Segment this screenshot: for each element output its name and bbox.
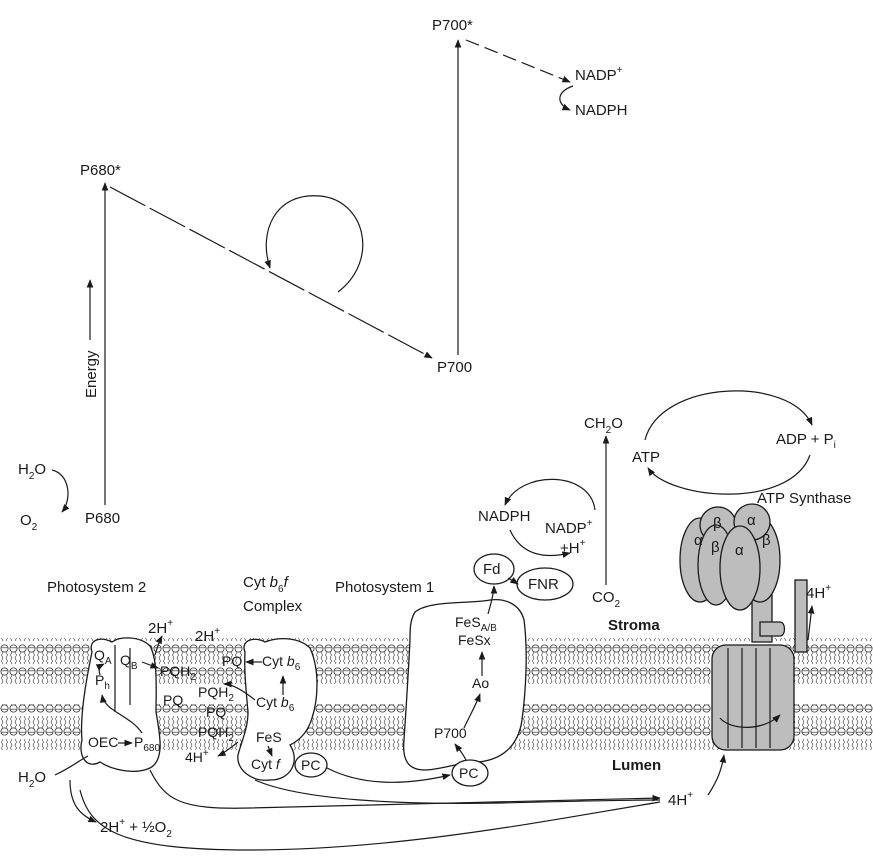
fd-label: Fd (483, 561, 501, 578)
fnr-label: FNR (528, 576, 559, 593)
cyt-b6f-label: Cyt b6f (243, 574, 290, 595)
stroma-label: Stroma (608, 617, 660, 634)
p700-ps1-label: P700 (434, 725, 467, 741)
energy-label: Energy (83, 350, 100, 398)
p680-label: P680 (85, 510, 120, 527)
o2-label: O2 (20, 512, 38, 533)
synthase-proton-out-arrow (808, 606, 812, 640)
lumen-label: Lumen (612, 757, 661, 774)
proton-flow-line-3 (80, 790, 660, 850)
synthase-4h-label: 4H+ (806, 583, 831, 602)
lumen-4h-label: 4H+ (668, 790, 693, 809)
nadp-stroma-label: NADP+ (545, 518, 593, 537)
h2o-label: H2O (18, 461, 46, 482)
fesx-label: FeSx (458, 632, 491, 648)
pq-cyt-label: PQ (222, 653, 242, 669)
pqh2-cyt-label: PQH2 (198, 684, 234, 704)
beta-label-3: β (762, 532, 771, 549)
adp-to-atp-arrow (648, 455, 810, 494)
pc-diffusion-arrow (327, 768, 450, 782)
complex-label: Complex (243, 598, 303, 615)
nadph-label: NADPH (575, 102, 628, 119)
z-scheme: P700* NADP+ NADPH P680* P700 Energy H2O … (18, 17, 628, 533)
oec-label: OEC (88, 734, 118, 750)
ps2-2h-label: 2H+ (148, 618, 173, 637)
nadph-consumption-arrow (505, 479, 595, 510)
water-products-label: 2H+ + ½O2 (100, 817, 172, 840)
pc-cyt-label: PC (301, 757, 320, 773)
pc-ps1-label: PC (459, 765, 478, 781)
water-oxidation-arrow (52, 470, 68, 512)
ch2o-label: CH2O (584, 415, 623, 436)
fd-to-fnr-arrow (508, 578, 518, 584)
fo-subunit (712, 645, 794, 750)
electron-transport-arrow (110, 187, 432, 358)
p680-star-label: P680* (80, 162, 121, 179)
pq-cyt-2-label: PQ (206, 704, 226, 720)
fes-label: FeS (256, 729, 282, 745)
photosystem-1-label: Photosystem 1 (335, 579, 434, 596)
nadp-reduction-arrow (560, 86, 573, 110)
stalk-bend (760, 622, 785, 636)
lumen-to-synthase-arrow (708, 755, 724, 795)
pq-ps2-label: PQ (163, 692, 183, 708)
photosystem-2-label: Photosystem 2 (47, 579, 146, 596)
alpha-label-3: α (735, 542, 744, 559)
atp-synthase-label: ATP Synthase (757, 490, 852, 507)
cyt-4h-label: 4H+ (185, 748, 209, 765)
photosystem-1: FeSA/B FeSx Ao P700 PC (327, 586, 526, 786)
beta-label-2: β (711, 539, 720, 556)
beta-label-1: β (713, 515, 722, 532)
alpha-label-2: α (694, 532, 703, 549)
cyt-f-label: Cyt f (251, 756, 282, 772)
p700-label: P700 (437, 359, 472, 376)
nadph-stroma-label: NADPH (478, 508, 531, 525)
p700-star-label: P700* (432, 17, 473, 34)
h2o-lumen-label: H2O (18, 769, 46, 790)
f1-alpha-mid (720, 526, 760, 610)
co2-label: CO2 (592, 589, 621, 610)
ao-label: Ao (472, 675, 489, 691)
h2o-to-oec-line (55, 756, 88, 775)
nadp-plus-label: NADP+ (575, 65, 623, 84)
p700-to-nadp-arrow (466, 40, 570, 82)
alpha-label-1: α (747, 512, 756, 529)
adp-pi-label: ADP + Pi (776, 431, 836, 451)
atp-label: ATP (632, 449, 660, 466)
